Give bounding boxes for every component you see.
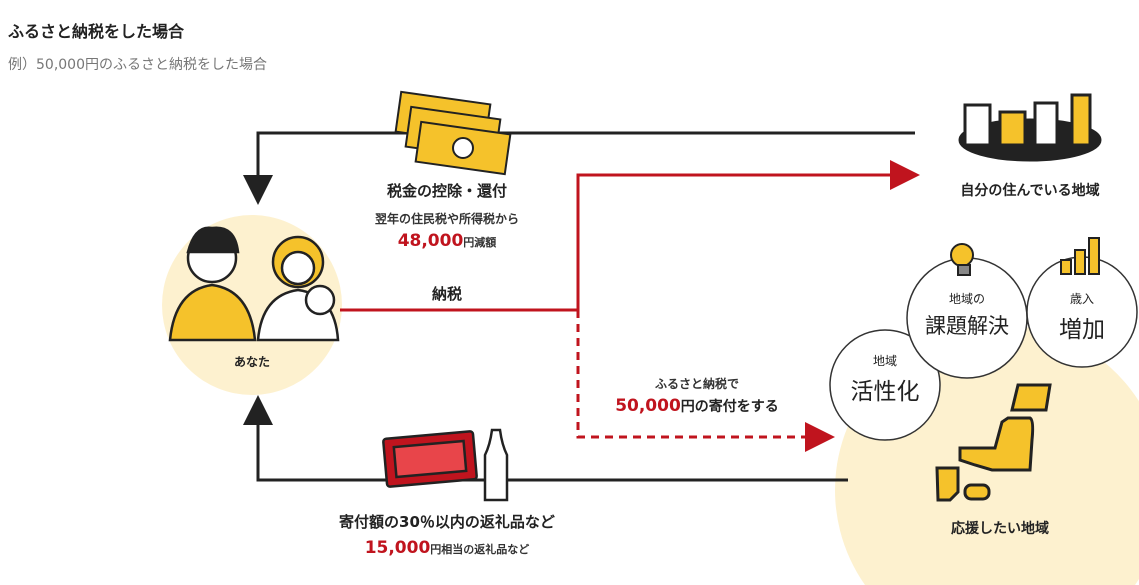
bar-chart-icon [1060, 237, 1100, 275]
bubble-large: 課題解決 [925, 314, 1009, 338]
bubble-large: 増加 [1059, 317, 1105, 343]
page-subtitle: 例）50,000円のふるさと納税をした場合 [8, 57, 267, 73]
gift-arrow [243, 395, 848, 482]
gift-amount-suffix: 円相当の返礼品など [430, 543, 530, 556]
deduction-title: 税金の控除・還付 [386, 182, 508, 200]
gift-illustration [382, 428, 509, 502]
family-illustration [168, 226, 340, 342]
donation-amount-suffix: 円の寄付をする [680, 399, 779, 415]
bubble-circle [829, 329, 941, 441]
deduction-desc: 翌年の住民税や所得税から [374, 212, 520, 226]
bubble-small: 地域 [872, 354, 898, 368]
gift-amount-value: 15,000 [364, 538, 431, 558]
bubble-small: 歳入 [1069, 292, 1095, 306]
gift-title: 寄付額の30％以内の返礼品など [339, 513, 555, 531]
donation-line1: ふるさと納税で [654, 377, 740, 391]
city-icon [958, 93, 1102, 162]
lightbulb-icon [950, 243, 974, 276]
deduction-amount-suffix: 円減額 [463, 236, 497, 249]
you-label: あなた [233, 355, 271, 369]
tax-label: 納税 [431, 285, 463, 303]
gift-amount: 15,000円相当の返礼品など [365, 538, 530, 558]
refund-arrow [243, 131, 915, 205]
page-title: ふるさと納税をした場合 [8, 22, 185, 41]
tax-arrow [340, 160, 920, 312]
deduction-amount-value: 48,000 [397, 231, 464, 251]
deduction-amount: 48,000円減額 [398, 231, 497, 251]
donation-amount: 50,000円の寄付をする [615, 396, 779, 416]
bubble-small: 地域の [948, 292, 986, 306]
japan-map-icon [935, 383, 1052, 502]
support-region-label: 応援したい地域 [951, 521, 1049, 537]
money-icon [394, 90, 512, 176]
home-region-label: 自分の住んでいる地域 [960, 183, 1100, 199]
donation-arrow [576, 310, 835, 452]
bubble-large: 活性化 [850, 379, 920, 405]
donation-amount-value: 50,000 [615, 396, 681, 416]
